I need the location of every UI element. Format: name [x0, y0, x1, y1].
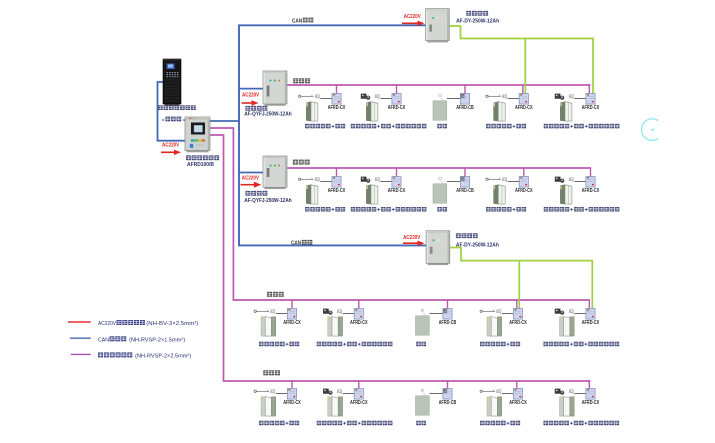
svg-text:AFRD-CB: AFRD-CB: [439, 320, 457, 326]
svg-text:AFRD-CX: AFRD-CX: [350, 400, 368, 406]
svg-text:AF-DY-250W-12Ah: AF-DY-250W-12Ah: [456, 19, 499, 25]
svg-text:AFRD100/B: AFRD100/B: [187, 162, 214, 168]
svg-text:AC220V: AC220V: [98, 321, 116, 327]
svg-text:CAN: CAN: [292, 18, 302, 24]
svg-text:AFRD-CX: AFRD-CX: [350, 320, 368, 326]
svg-text:AC220V: AC220V: [242, 175, 260, 181]
svg-text:(NH-RVSP-2×1.5mm²): (NH-RVSP-2×1.5mm²): [129, 337, 185, 343]
svg-text:AFRD-CX: AFRD-CX: [388, 105, 406, 111]
svg-text:AC220V: AC220V: [242, 93, 260, 99]
svg-text:AFRD-CB: AFRD-CB: [439, 400, 457, 406]
svg-text:AFRD-CX: AFRD-CX: [509, 400, 527, 406]
svg-text:AFRD-CX: AFRD-CX: [388, 188, 406, 194]
svg-text:AFRD-CX: AFRD-CX: [582, 400, 600, 406]
svg-text:AFRD-CX: AFRD-CX: [509, 320, 527, 326]
svg-text:«: «: [162, 117, 165, 123]
svg-text:CAN: CAN: [98, 337, 109, 343]
svg-text:AF-DY-250W-12Ah: AF-DY-250W-12Ah: [456, 242, 499, 248]
svg-text:AFRD-CX: AFRD-CX: [515, 188, 533, 194]
svg-text:AFRD-CX: AFRD-CX: [515, 105, 533, 111]
svg-text:AC220V: AC220V: [403, 235, 421, 241]
svg-text:AF-QYFJ-250W-12Ah: AF-QYFJ-250W-12Ah: [244, 112, 292, 118]
svg-text:AFRD-CX: AFRD-CX: [582, 188, 600, 194]
svg-text:AFRD-CX: AFRD-CX: [283, 320, 301, 326]
svg-text:AC220V: AC220V: [162, 142, 180, 148]
svg-text:AFRD-CX: AFRD-CX: [582, 320, 600, 326]
svg-text:AF-QYFJ-250W-12Ah: AF-QYFJ-250W-12Ah: [244, 198, 292, 204]
svg-text:AFRD-CX: AFRD-CX: [283, 400, 301, 406]
svg-text:(NH-RVSP-2×2.5mm²): (NH-RVSP-2×2.5mm²): [135, 353, 191, 359]
svg-text:AFRD-CX: AFRD-CX: [328, 105, 346, 111]
svg-text:AFRD-CB: AFRD-CB: [456, 188, 474, 194]
svg-text:CAN: CAN: [291, 241, 301, 247]
svg-text:»: »: [182, 117, 185, 123]
svg-text:AC220V: AC220V: [404, 14, 422, 20]
svg-text:AFRD-CB: AFRD-CB: [456, 105, 474, 111]
svg-text:(NH-BV-3×2.5mm²): (NH-BV-3×2.5mm²): [146, 321, 198, 327]
svg-text:AFRD-CX: AFRD-CX: [328, 188, 346, 194]
svg-text:AFRD-CX: AFRD-CX: [582, 105, 600, 111]
